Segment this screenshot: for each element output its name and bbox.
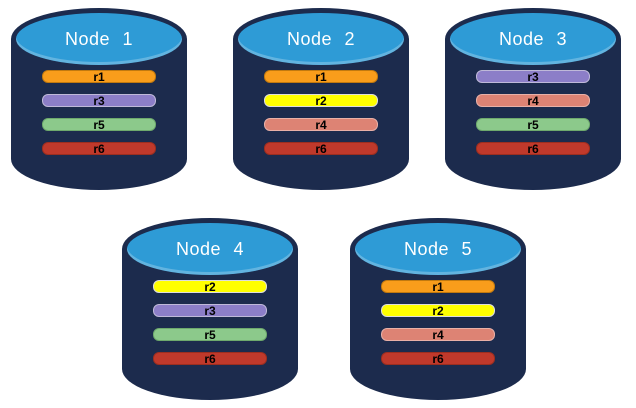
cylinder-top: Node 2 [238, 13, 404, 65]
replica-bar-r3: r3 [42, 94, 156, 107]
replica-label: r6 [315, 141, 327, 156]
cylinder-top: Node 5 [355, 223, 521, 275]
replica-bar-r2: r2 [381, 304, 495, 317]
replica-bar-r2: r2 [153, 280, 267, 293]
replica-label: r1 [315, 69, 327, 84]
replica-bar-r4: r4 [476, 94, 590, 107]
cylinder-top: Node 4 [127, 223, 293, 275]
replica-label: r3 [204, 303, 216, 318]
replica-list: r3 r4 r5 r6 [476, 70, 590, 155]
replica-label: r6 [93, 141, 105, 156]
cylinder-top: Node 1 [16, 13, 182, 65]
replica-label: r2 [315, 93, 327, 108]
replica-bar-r6: r6 [381, 352, 495, 365]
replica-label: r5 [527, 117, 539, 132]
replica-label: r2 [432, 303, 444, 318]
replica-label: r4 [315, 117, 327, 132]
replica-label: r5 [204, 327, 216, 342]
replica-list: r1 r2 r4 r6 [381, 280, 495, 365]
replica-label: r4 [432, 327, 444, 342]
node-title: Node 5 [403, 238, 473, 259]
replica-bar-r5: r5 [42, 118, 156, 131]
replica-label: r3 [527, 69, 539, 84]
replica-list: r1 r2 r4 r6 [264, 70, 378, 155]
replica-label: r1 [93, 69, 105, 84]
node-2: Node 2 r1 r2 r4 r6 [233, 8, 409, 190]
replica-bar-r4: r4 [264, 118, 378, 131]
replica-bar-r6: r6 [476, 142, 590, 155]
replica-bar-r6: r6 [153, 352, 267, 365]
replica-label: r1 [432, 279, 444, 294]
node-3: Node 3 r3 r4 r5 r6 [445, 8, 621, 190]
replica-list: r1 r3 r5 r6 [42, 70, 156, 155]
replica-bar-r4: r4 [381, 328, 495, 341]
replica-bar-r5: r5 [476, 118, 590, 131]
node-title: Node 1 [64, 28, 134, 49]
node-5: Node 5 r1 r2 r4 r6 [350, 218, 526, 400]
node-title: Node 4 [175, 238, 245, 259]
replica-bar-r6: r6 [42, 142, 156, 155]
replica-bar-r3: r3 [153, 304, 267, 317]
replica-bar-r2: r2 [264, 94, 378, 107]
replica-bar-r1: r1 [42, 70, 156, 83]
replica-bar-r1: r1 [381, 280, 495, 293]
node-1: Node 1 r1 r3 r5 r6 [11, 8, 187, 190]
replica-label: r2 [204, 279, 216, 294]
replica-bar-r3: r3 [476, 70, 590, 83]
replica-label: r6 [432, 351, 444, 366]
replica-label: r3 [93, 93, 105, 108]
node-title: Node 2 [286, 28, 356, 49]
node-4: Node 4 r2 r3 r5 r6 [122, 218, 298, 400]
replica-label: r6 [204, 351, 216, 366]
replica-list: r2 r3 r5 r6 [153, 280, 267, 365]
replica-label: r4 [527, 93, 539, 108]
node-title: Node 3 [498, 28, 568, 49]
replica-label: r6 [527, 141, 539, 156]
replica-bar-r5: r5 [153, 328, 267, 341]
replica-label: r5 [93, 117, 105, 132]
replica-bar-r6: r6 [264, 142, 378, 155]
replica-bar-r1: r1 [264, 70, 378, 83]
cylinder-top: Node 3 [450, 13, 616, 65]
